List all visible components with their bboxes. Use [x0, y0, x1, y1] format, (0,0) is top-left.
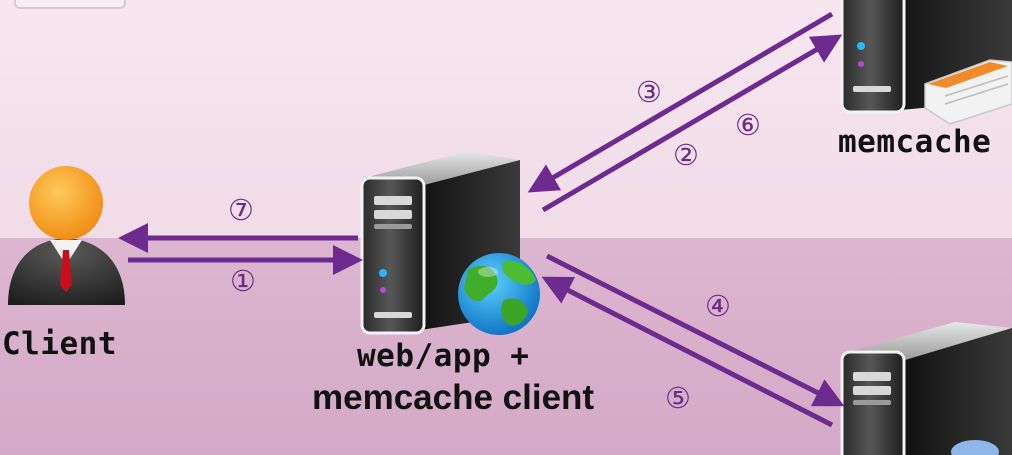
step-5-label: ⑤ — [665, 381, 691, 415]
step-7-label: ⑦ — [228, 193, 254, 227]
step-2-label: ② — [673, 138, 699, 172]
arrow-step-3 — [527, 11, 834, 193]
step-4-label: ④ — [705, 289, 731, 323]
web-app-label-line1: web/app + — [357, 338, 530, 374]
step-1-label: ① — [230, 264, 256, 298]
step-3-label: ③ — [636, 75, 662, 109]
top-left-frame — [14, 0, 126, 9]
memcache-label: memcache — [838, 124, 992, 160]
memory-module-icon — [924, 59, 1012, 125]
arrow-step-2-6 — [541, 34, 843, 213]
client-person-icon — [8, 166, 125, 305]
arrow-step-5 — [541, 276, 834, 428]
arrow-step-4 — [545, 253, 845, 407]
client-label: Client — [2, 326, 117, 362]
globe-icon — [458, 253, 540, 335]
database-server-icon — [840, 322, 1012, 455]
web-app-label-line2: memcache client — [312, 378, 595, 417]
step-6-label: ⑥ — [735, 108, 761, 142]
